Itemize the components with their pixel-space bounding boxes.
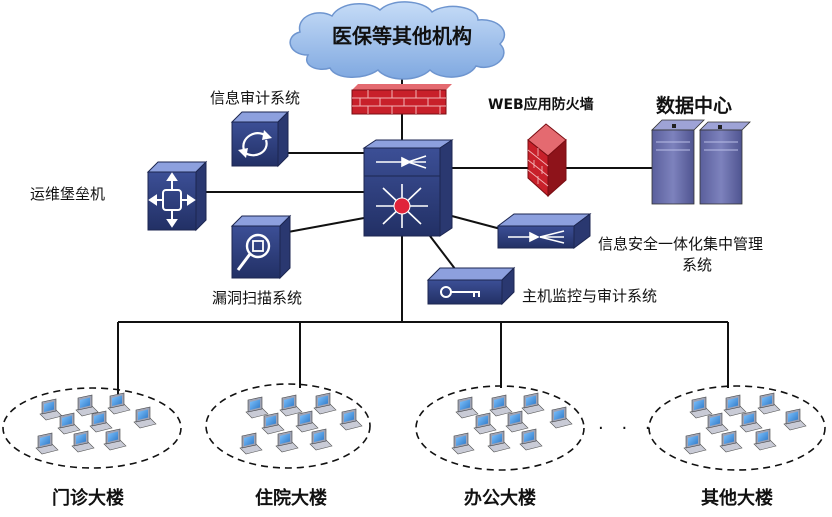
security-management-label-line2: 系统 <box>682 256 713 274</box>
host-monitoring-device-icon <box>426 266 516 306</box>
cloud-label: 医保等其他机构 <box>332 24 472 48</box>
core-switch-icon <box>362 139 454 237</box>
building-label-outpatient: 门诊大楼 <box>52 488 124 509</box>
host-monitoring-label: 主机监控与审计系统 <box>522 287 658 305</box>
bastion-host-icon <box>146 160 208 232</box>
building-label-office: 办公大楼 <box>464 488 536 509</box>
vulnerability-scanner-label: 漏洞扫描系统 <box>212 289 303 307</box>
waf-label: WEB应用防火墙 <box>488 97 594 113</box>
cloud-shape <box>289 1 506 80</box>
firewall-icon <box>351 84 452 115</box>
building-cluster-1 <box>2 387 182 469</box>
vulnerability-scanner-icon <box>230 214 292 280</box>
waf-firewall-icon <box>527 123 567 198</box>
security-management-device-icon <box>496 213 592 249</box>
audit-system-icon <box>230 110 290 168</box>
building-cluster-4 <box>648 385 826 471</box>
security-management-label-line1: 信息安全一体化集中管理 <box>598 235 764 253</box>
data-center-label: 数据中心 <box>656 95 733 117</box>
bastion-host-label: 运维堡垒机 <box>30 185 106 203</box>
ellipsis-dots: · · · <box>598 418 657 439</box>
data-center-servers-icon <box>651 119 751 205</box>
building-label-other: 其他大楼 <box>701 488 773 509</box>
building-cluster-2 <box>205 383 371 469</box>
line-vuln-core <box>287 217 365 233</box>
building-label-inpatient: 住院大楼 <box>255 488 327 509</box>
building-cluster-3 <box>415 385 585 471</box>
audit-system-label: 信息审计系统 <box>210 89 301 107</box>
